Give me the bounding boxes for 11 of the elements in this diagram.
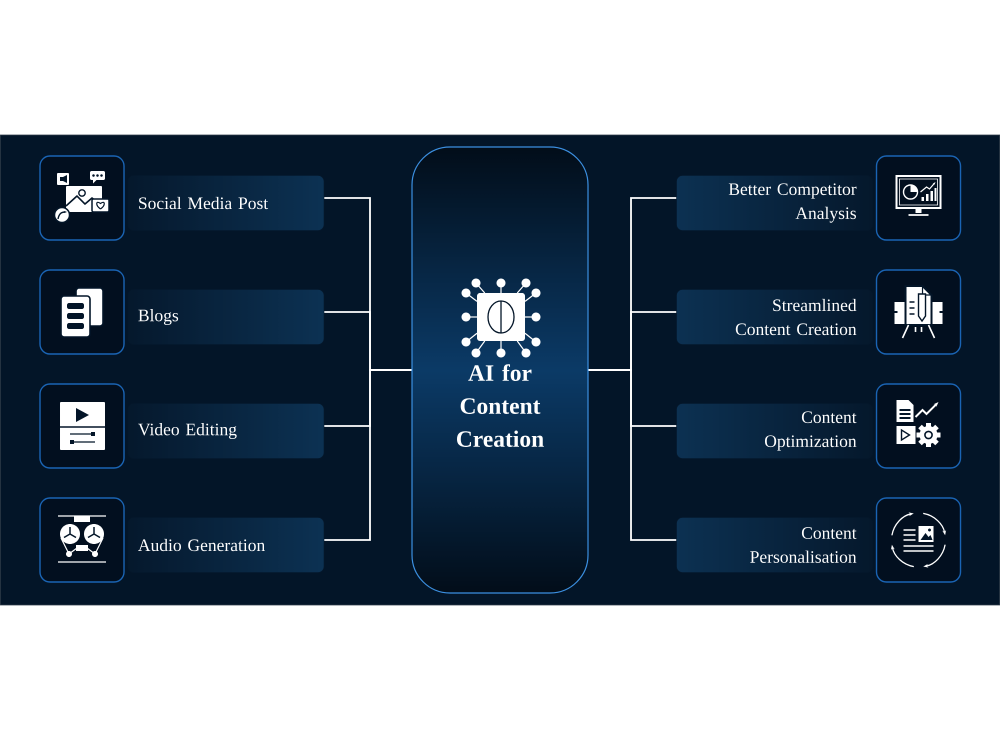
label-banner: Content Optimization [676,403,873,459]
central-box: AI for Content Creation [411,146,589,594]
label-banner: Better Competitor Analysis [676,175,873,231]
connector-line [324,369,412,541]
label-banner: Video Editing [128,403,324,459]
label-banner: Audio Generation [128,517,324,573]
label-banner: Streamlined Content Creation [676,289,873,345]
label-banner: Blogs [128,289,324,345]
label-banner: Content Personalisation [676,517,873,573]
connector-line [588,369,676,541]
label-banner: Social Media Post [128,175,324,231]
